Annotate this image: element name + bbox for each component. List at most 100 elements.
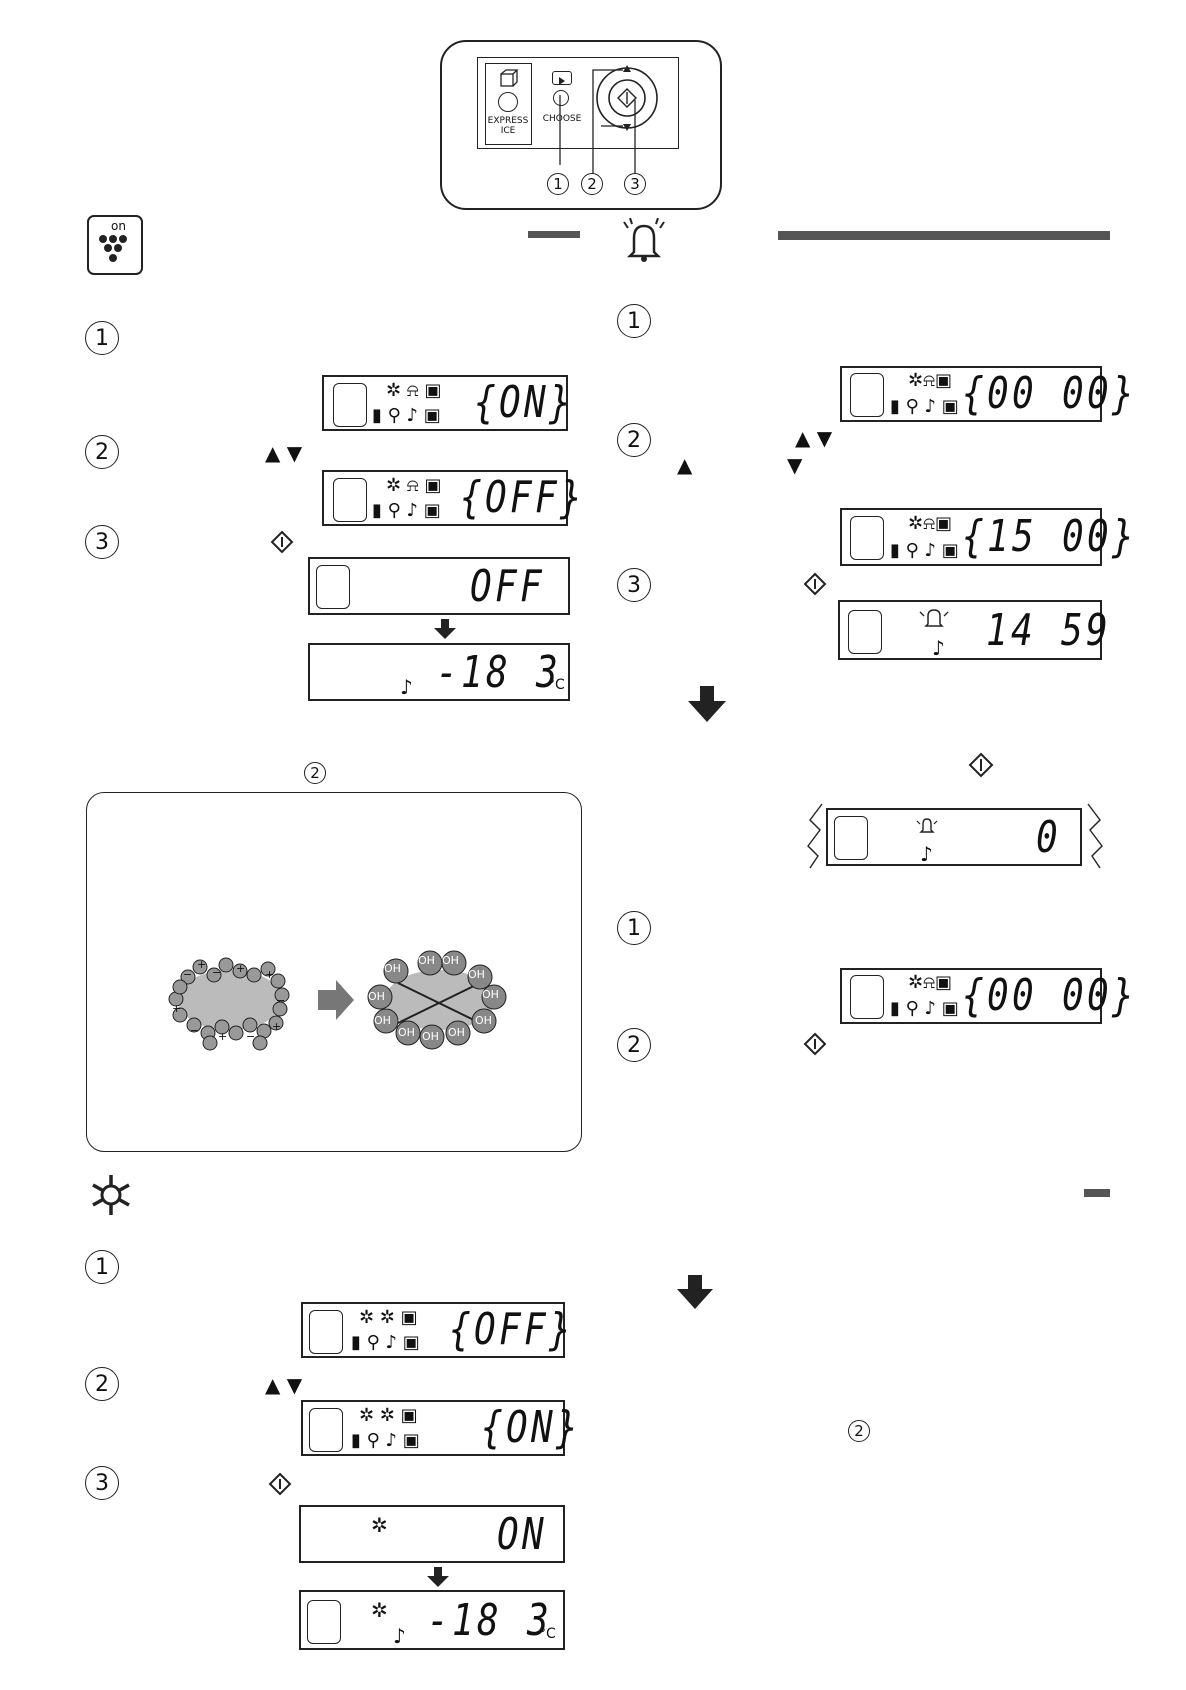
lcd-grape-icon	[850, 975, 884, 1019]
lcd-alarm-ring-text: 0	[1036, 812, 1062, 863]
lcd-alarm-countdown: ♪ 14 59	[838, 600, 1108, 660]
celsius-unit: °C	[539, 1626, 556, 1642]
lcd-plasma-off-confirmed: OFF	[308, 557, 570, 615]
lcd-freeze-confirmed-text: ON	[497, 1509, 548, 1560]
express-freeze-icon	[92, 1175, 130, 1215]
choose-label: CHOOSE	[542, 114, 582, 124]
note-ref-2: 2	[848, 1420, 870, 1442]
celsius-unit: °C	[548, 677, 565, 693]
start-diamond-icon	[268, 1472, 292, 1496]
lcd-symbols-top: ✲⍾▣	[908, 370, 953, 391]
lcd-alarm-cancel: ✲⍾▣ ▮ ⚲ ♪ ▣ {00 00}	[840, 968, 1134, 1024]
lcd-freeze-temperature-text: -18 3	[427, 1595, 553, 1646]
lcd-grape-icon	[316, 565, 350, 609]
minus-ion: −	[190, 1024, 200, 1037]
lcd-grape-icon	[850, 516, 884, 560]
section-bar-small	[1084, 1189, 1110, 1197]
minus-ion: −	[246, 1030, 256, 1043]
lcd-alarm-set-text: {15 00}	[962, 511, 1138, 562]
lcd-temperature: ♪ -18 3 °C	[308, 643, 570, 701]
bell-icon	[623, 218, 665, 262]
lcd-freeze-off-text: {OFF}	[449, 1304, 575, 1355]
lcd-symbols-top: ✲ ✲ ▣	[359, 1307, 418, 1328]
flash-left-icon	[807, 803, 823, 869]
lcd-alarm-set: ✲⍾▣ ▮ ⚲ ♪ ▣ {15 00}	[840, 508, 1134, 566]
bell-icon	[916, 818, 938, 833]
arrow-down-icon	[434, 619, 456, 639]
lcd-symbols-bottom: ▮ ⚲ ♪ ▣	[372, 405, 441, 426]
alarm-cancel-step-1: 1	[617, 911, 651, 945]
plus-ion: +	[272, 1020, 282, 1033]
lcd-symbols-top: ✲⍾▣	[908, 972, 953, 993]
lcd-symbols-bottom: ▮ ⚲ ♪ ▣	[351, 1332, 420, 1353]
oh-label: OH	[374, 1014, 391, 1027]
lcd-grape-icon	[333, 478, 367, 522]
lcd-symbols-bottom: ▮ ⚲ ♪ ▣	[351, 1430, 420, 1451]
alarm-step-2: 2	[617, 423, 651, 457]
lcd-symbols-bottom: ▮ ⚲ ♪ ▣	[890, 540, 959, 561]
oh-label: OH	[422, 1030, 439, 1043]
lcd-freeze-off: ✲ ✲ ▣ ▮ ⚲ ♪ ▣ {OFF}	[301, 1302, 571, 1358]
lcd-symbols-bottom: ▮ ⚲ ♪ ▣	[890, 998, 959, 1019]
lcd-temperature-text: -18 3	[436, 647, 562, 698]
down-button: ▼	[787, 453, 803, 477]
lcd-symbols-top: ✲ ✲ ▣	[359, 1405, 418, 1426]
callout-2: 2	[581, 173, 603, 195]
control-panel-face	[477, 57, 679, 149]
freeze-step-3: 3	[85, 1466, 119, 1500]
express-ice-key: EXPRESS ICE	[485, 63, 532, 145]
lcd-grape-icon	[309, 1310, 343, 1354]
plasmacluster-on-label: on	[111, 219, 126, 233]
lcd-alarm-countdown-text: 14 59	[986, 605, 1112, 656]
start-diamond-icon	[803, 572, 827, 596]
arrow-down-icon	[677, 1275, 713, 1309]
lcd-grape-icon	[834, 816, 868, 860]
note-icon: ♪	[932, 636, 945, 660]
oh-label: OH	[418, 954, 435, 967]
express-label-line2: ICE	[500, 126, 516, 136]
lcd-plasma-on-text: {ON}	[474, 377, 575, 428]
lcd-grape-icon	[848, 610, 882, 654]
note-ref-2: 2	[304, 762, 326, 784]
lcd-grape-icon	[333, 383, 367, 427]
lcd-symbols-top: ✲⍾▣	[908, 513, 953, 534]
minus-ion: −	[183, 968, 193, 981]
oh-label: OH	[468, 968, 485, 981]
lcd-plasma-off: ✲ ⍾ ▣ ▮ ⚲ ♪ ▣ {OFF}	[322, 470, 582, 526]
lcd-grape-icon	[309, 1408, 343, 1452]
lcd-symbols-top: ✲ ⍾ ▣	[386, 475, 442, 496]
up-down-buttons: ▲ ▼	[265, 441, 303, 465]
plus-ion: +	[197, 958, 207, 971]
callout-3: 3	[624, 173, 646, 195]
up-button: ▲	[677, 453, 693, 477]
bell-icon	[919, 609, 949, 627]
start-dial-illustration	[592, 65, 658, 174]
lcd-off-confirmed-text: OFF	[470, 561, 546, 612]
lcd-alarm-zero-text: {00 00}	[962, 368, 1138, 419]
freeze-step-1: 1	[85, 1250, 119, 1284]
oh-label: OH	[384, 962, 401, 975]
plus-ion: +	[265, 968, 275, 981]
plus-ion: +	[172, 1002, 182, 1015]
lcd-alarm-zero: ✲⍾▣ ▮ ⚲ ♪ ▣ {00 00}	[840, 366, 1134, 422]
lcd-symbols-top: ✲ ⍾ ▣	[386, 380, 442, 401]
lcd-symbols-bottom: ▮ ⚲ ♪ ▣	[890, 396, 959, 417]
express-ice-button[interactable]	[498, 92, 518, 112]
plasma-step-2: 2	[85, 435, 119, 469]
flash-right-icon	[1087, 803, 1103, 869]
oh-label: OH	[482, 988, 499, 1001]
lcd-freeze-on-confirmed: ✲ ON	[299, 1505, 565, 1563]
lcd-alarm-ring: ♪ 0	[826, 808, 1082, 866]
start-diamond-icon	[803, 1032, 827, 1056]
express-label-line1: EXPRESS	[487, 116, 529, 126]
alarm-step-3: 3	[617, 568, 651, 602]
arrow-down-icon	[688, 686, 726, 722]
lcd-symbols-bottom: ▮ ⚲ ♪ ▣	[372, 500, 441, 521]
snow-icon: ✲	[371, 1598, 388, 1622]
lcd-alarm-cancel-text: {00 00}	[962, 970, 1138, 1021]
choose-button[interactable]	[553, 90, 569, 106]
ion-explanation-box	[86, 792, 582, 1152]
callout-1: 1	[547, 173, 569, 195]
oh-label: OH	[368, 990, 385, 1003]
lcd-grape-icon	[307, 1600, 341, 1644]
